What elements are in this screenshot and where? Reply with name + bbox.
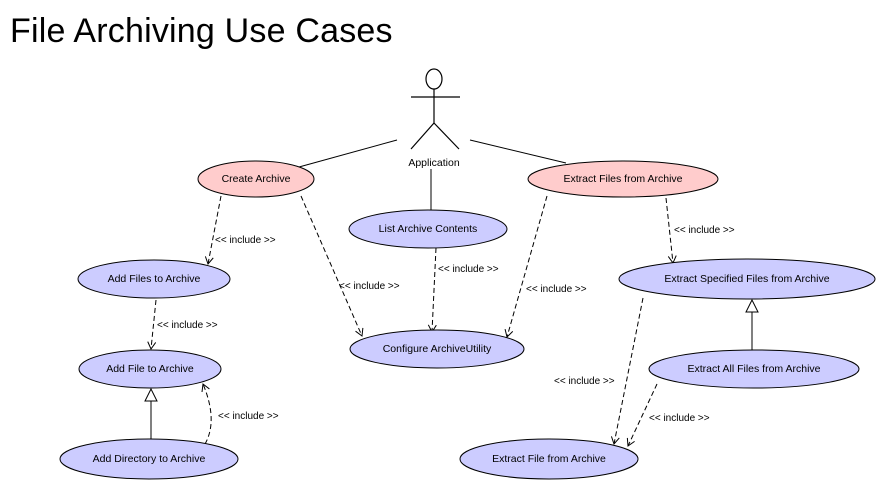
include-specified-to-extract-file	[610, 297, 644, 445]
include-extract-to-configure	[504, 195, 548, 338]
include-label: << include >>	[674, 225, 735, 236]
actor-application[interactable]: Application	[408, 68, 460, 169]
use-case-label: Add Files to Archive	[108, 273, 201, 285]
include-label: << include >>	[157, 320, 218, 331]
generalizations	[144, 298, 759, 440]
stick-figure-icon	[410, 68, 460, 150]
use-case-add-file-to-archive[interactable]: Add File to Archive	[78, 349, 222, 389]
diagram-title: File Archiving Use Cases	[10, 12, 393, 50]
include-label: << include >>	[218, 411, 279, 422]
association-create-archive	[298, 139, 398, 168]
use-case-label: Add File to Archive	[106, 363, 194, 375]
association-extract-files	[469, 139, 567, 164]
use-case-add-directory-to-archive[interactable]: Add Directory to Archive	[59, 438, 239, 480]
include-dependencies	[147, 195, 677, 447]
use-case-add-files-to-archive[interactable]: Add Files to Archive	[77, 259, 231, 299]
include-extract-to-specified	[665, 197, 677, 265]
associations	[298, 139, 567, 210]
use-case-label: Add Directory to Archive	[93, 453, 206, 465]
use-case-extract-files-from-archive[interactable]: Extract Files from Archive	[527, 160, 719, 198]
include-label: << include >>	[526, 284, 587, 295]
use-case-label: Extract File from Archive	[492, 453, 606, 465]
include-add-files-to-add-file	[147, 299, 157, 351]
include-create-to-add-files	[204, 195, 222, 265]
include-directory-to-add-file	[201, 383, 212, 445]
include-label: << include >>	[339, 281, 400, 292]
include-label: << include >>	[215, 235, 276, 246]
use-case-label: Extract Files from Archive	[563, 173, 682, 185]
use-case-create-archive[interactable]: Create Archive	[197, 160, 315, 198]
actor-label: Application	[408, 157, 460, 169]
generalization-arrowhead	[745, 298, 759, 313]
include-list-to-configure	[427, 247, 437, 334]
include-label: << include >>	[649, 413, 710, 424]
use-case-label: Extract Specified Files from Archive	[664, 273, 829, 285]
use-case-label: List Archive Contents	[379, 223, 478, 235]
use-case-configure-archiveutility[interactable]: Configure ArchiveUtility	[349, 329, 525, 369]
include-label: << include >>	[438, 264, 499, 275]
include-label: << include >>	[554, 376, 615, 387]
use-case-label: Create Archive	[222, 173, 291, 185]
use-case-list-archive-contents[interactable]: List Archive Contents	[348, 209, 508, 249]
include-labels: << include >> << include >> << include >…	[157, 225, 735, 424]
generalization-arrowhead	[144, 387, 158, 402]
use-case-extract-file-from-archive[interactable]: Extract File from Archive	[459, 438, 639, 480]
include-create-to-configure	[300, 195, 364, 337]
use-case-extract-specified-files-from-archive[interactable]: Extract Specified Files from Archive	[618, 258, 876, 300]
use-case-label: Extract All Files from Archive	[687, 363, 820, 375]
use-case-label: Configure ArchiveUtility	[383, 343, 492, 355]
use-case-extract-all-files-from-archive[interactable]: Extract All Files from Archive	[648, 349, 860, 389]
include-all-to-extract-file	[626, 383, 658, 447]
